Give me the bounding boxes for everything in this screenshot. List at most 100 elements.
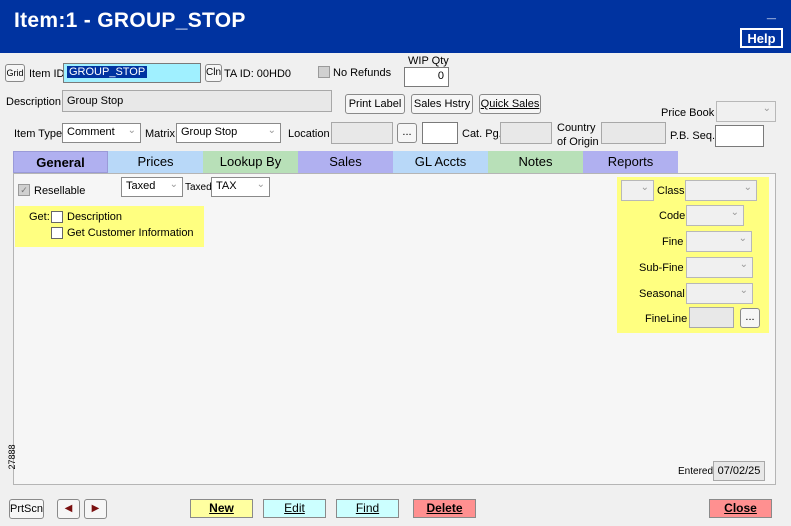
arrow-right-icon: ▶ (91, 503, 100, 514)
next-record-button[interactable]: ▶ (84, 499, 107, 519)
grid-button[interactable]: Grid (5, 64, 25, 82)
item-type-label: Item Type (14, 128, 63, 140)
item-type-value: Comment (67, 126, 115, 138)
tab-lookup-by[interactable]: Lookup By (203, 151, 298, 173)
resellable-checkbox[interactable]: ✓ (18, 184, 30, 196)
matrix-select[interactable]: Group Stop ⌄ (176, 123, 281, 143)
tab-lookup-by-label: Lookup By (219, 154, 282, 169)
tab-general[interactable]: General (13, 151, 108, 173)
location-sub-input[interactable] (422, 122, 458, 144)
matrix-value: Group Stop (181, 126, 238, 138)
code-label: Code (659, 210, 686, 222)
chevron-down-icon: ⌄ (762, 103, 771, 114)
location-browse-button[interactable]: ... (397, 123, 417, 143)
close-button-text: Close (724, 501, 757, 515)
chevron-down-icon: ⌄ (730, 207, 739, 218)
window-title: Item:1 - GROUP_STOP (14, 9, 246, 32)
quick-sales-button[interactable]: Quick Sales (479, 94, 541, 114)
tab-reports-label: Reports (607, 154, 654, 169)
wip-qty-input[interactable]: 0 (404, 67, 449, 87)
fineline-browse-button[interactable]: ... (740, 308, 760, 328)
tab-reports[interactable]: Reports (583, 151, 678, 173)
sales-history-button[interactable]: Sales Hstry (411, 94, 473, 114)
item-id-input[interactable]: GROUP_STOP (63, 63, 201, 83)
chevron-down-icon: ⌄ (739, 259, 748, 270)
edit-button-text: Edit (284, 501, 305, 515)
fine-select[interactable]: ⌄ (686, 231, 752, 252)
chevron-down-icon: ⌄ (743, 182, 752, 193)
tab-gl-accts-label: GL Accts (414, 154, 467, 169)
class-select[interactable]: ⌄ (685, 180, 757, 201)
wip-qty-label: WIP Qty (408, 55, 449, 67)
chevron-down-icon: ⌄ (256, 179, 265, 190)
cat-pg-input[interactable] (500, 122, 552, 144)
item-type-select[interactable]: Comment⌄ (62, 123, 141, 143)
minimize-button[interactable]: _ (767, 4, 776, 21)
get-description-checkbox[interactable] (51, 211, 63, 223)
price-book-label: Price Book (661, 107, 715, 119)
chevron-down-icon: ⌄ (169, 179, 178, 190)
fineline-input[interactable] (689, 307, 734, 328)
resellable-label: Resellable (34, 185, 86, 197)
delete-button[interactable]: Delete (413, 499, 476, 518)
no-refunds-checkbox[interactable] (318, 66, 330, 78)
taxed-value: Taxed (126, 180, 156, 192)
sub-fine-label: Sub-Fine (639, 262, 684, 274)
new-button[interactable]: New (190, 499, 253, 518)
no-refunds-label: No Refunds (333, 67, 392, 79)
find-button-text: Find (355, 501, 380, 515)
edit-button[interactable]: Edit (263, 499, 326, 518)
item-id-label: Item ID (29, 68, 65, 80)
find-button[interactable]: Find (336, 499, 399, 518)
entered-date: 07/02/25 (713, 461, 765, 481)
fineline-label: FineLine (645, 313, 688, 325)
tab-general-label: General (36, 155, 85, 170)
cat-pg-label: Cat. Pg. (462, 128, 502, 140)
tab-gl-accts[interactable]: GL Accts (393, 151, 488, 173)
print-label-button[interactable]: Print Label (345, 94, 405, 114)
arrow-left-icon: ◀ (64, 503, 73, 514)
sub-fine-select[interactable]: ⌄ (686, 257, 753, 278)
pb-seq-label: P.B. Seq. (670, 130, 716, 142)
chevron-down-icon: ⌄ (738, 233, 747, 244)
class-label: Class (657, 185, 685, 197)
tab-notes[interactable]: Notes (488, 151, 583, 173)
title-bar (0, 0, 791, 53)
close-button[interactable]: Close (709, 499, 772, 518)
tab-sales-label: Sales (329, 154, 362, 169)
price-book-select[interactable]: ⌄ (716, 101, 776, 122)
get-label: Get: (29, 211, 50, 223)
seasonal-label: Seasonal (639, 288, 685, 300)
chevron-down-icon: ⌄ (739, 285, 748, 296)
get-customer-info-checkbox[interactable] (51, 227, 63, 239)
entered-label: Entered (678, 466, 714, 477)
seasonal-select[interactable]: ⌄ (686, 283, 753, 304)
item-id-value: GROUP_STOP (67, 66, 148, 78)
cln-button[interactable]: Cln (205, 64, 222, 82)
prtscn-button[interactable]: PrtScn (9, 499, 44, 519)
get-customer-info-label: Get Customer Information (67, 227, 194, 239)
side-number: 27888 (7, 444, 17, 470)
description-input[interactable]: Group Stop (62, 90, 332, 112)
tax-select[interactable]: TAX⌄ (211, 177, 270, 197)
chevron-down-icon: ⌄ (267, 125, 276, 136)
quick-sales-text: Quick Sales (480, 98, 540, 110)
country-label-line2: of Origin (557, 136, 599, 148)
code-select[interactable]: ⌄ (686, 205, 744, 226)
taxed-select[interactable]: Taxed ⌄ (121, 177, 183, 197)
ta-id-label: TA ID: 00HD0 (224, 68, 292, 80)
location-label: Location (288, 128, 330, 140)
new-button-text: New (209, 501, 234, 515)
tab-prices[interactable]: Prices (108, 151, 203, 173)
get-box (15, 206, 204, 247)
tab-sales[interactable]: Sales (298, 151, 393, 173)
class-prefix-select[interactable]: ⌄ (621, 180, 654, 201)
matrix-label: Matrix (145, 128, 175, 140)
location-input[interactable] (331, 122, 393, 144)
prev-record-button[interactable]: ◀ (57, 499, 80, 519)
delete-button-text: Delete (426, 501, 463, 515)
pb-seq-input[interactable] (715, 125, 764, 147)
tab-prices-label: Prices (137, 154, 174, 169)
country-of-origin-input[interactable] (601, 122, 666, 144)
help-button[interactable]: Help (740, 28, 783, 48)
